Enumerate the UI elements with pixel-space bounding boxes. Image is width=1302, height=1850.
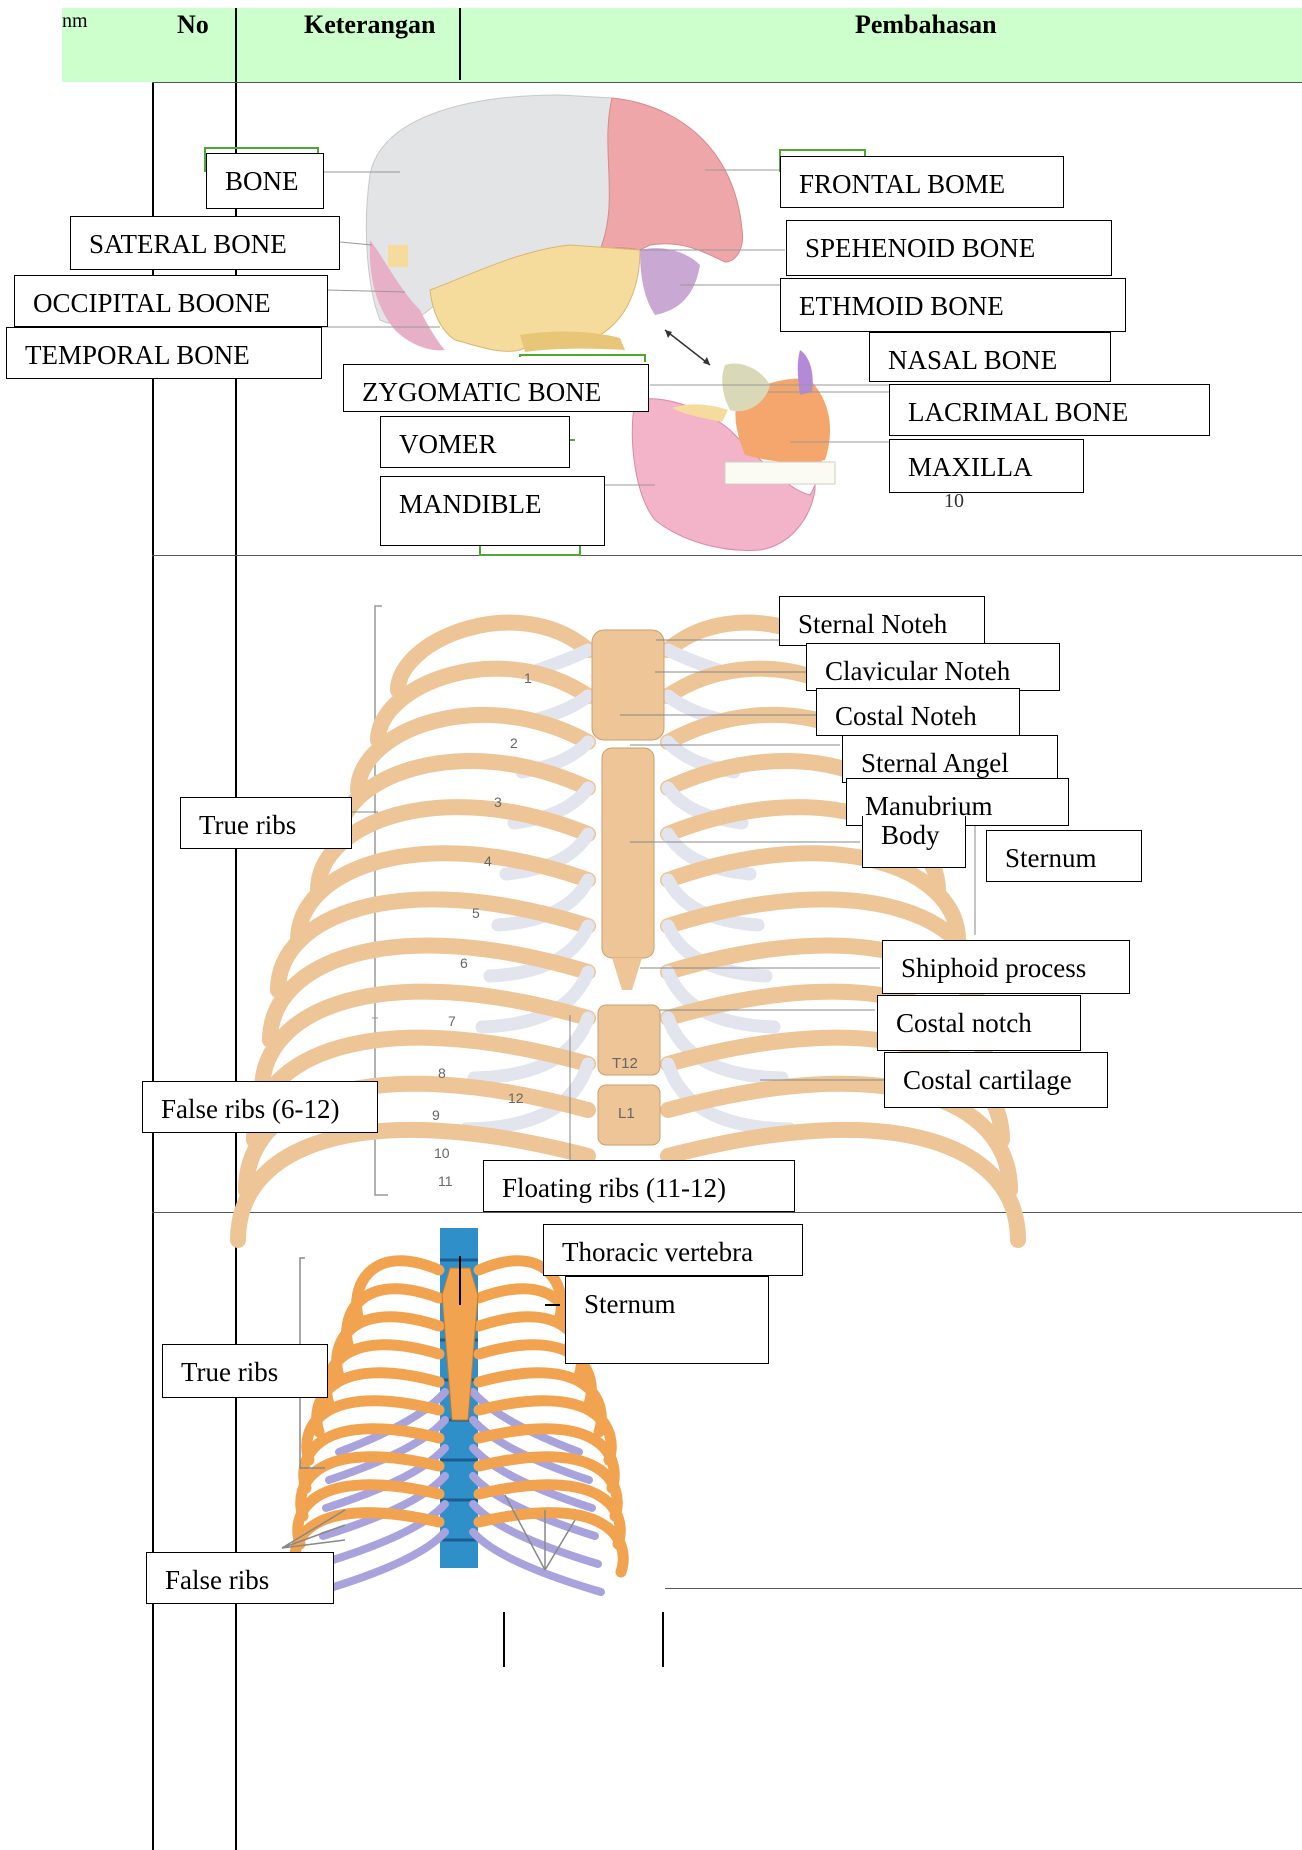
sphenoid-bone-shape	[640, 248, 700, 315]
label-sphenoid-bone: SPEHENOID BONE	[786, 220, 1112, 276]
vertebra-l1-label: L1	[618, 1105, 635, 1122]
rib-number-1: 1	[524, 670, 532, 686]
rib-number-8: 8	[438, 1065, 446, 1081]
sternum-body-shape	[602, 748, 654, 958]
label-costal-cartilage: Costal cartilage	[884, 1052, 1108, 1108]
label-ethmoid-bone: ETHMOID BONE	[780, 278, 1126, 332]
xiphoid-shape	[612, 958, 642, 990]
rib-number-6: 6	[460, 955, 468, 971]
label-sternal-notch: Sternal Noteh	[779, 596, 985, 646]
sateral-patch	[388, 245, 408, 267]
cartilage-shape	[538, 650, 588, 670]
label-clavicular-notch: Clavicular Noteh	[806, 643, 1060, 691]
cartilage-shape	[668, 650, 718, 670]
label-thoracic-vertebra: Thoracic vertebra	[543, 1224, 803, 1276]
label-mandible: MANDIBLE	[380, 476, 605, 546]
rib-number-7: 7	[448, 1013, 456, 1029]
label-ribcage-true-ribs: True ribs	[162, 1344, 328, 1398]
label-sateral-bone: SATERAL BONE	[70, 216, 340, 270]
nasal-bone-shape	[798, 350, 813, 395]
teeth-row	[725, 462, 835, 484]
label-xiphoid-process: Shiphoid process	[882, 940, 1130, 994]
label-vomer: VOMER	[380, 416, 570, 468]
label-sternal-angle: Sternal Angel	[842, 735, 1058, 783]
label-ribcage-sternum: Sternum	[565, 1276, 769, 1364]
rib-number-10: 10	[434, 1145, 450, 1161]
rib-number-2: 2	[510, 735, 518, 751]
label-frontal-bone: FRONTAL BOME	[780, 156, 1064, 208]
label-maxilla: MAXILLA	[889, 439, 1084, 493]
label-ribcage-false-ribs: False ribs	[146, 1552, 334, 1604]
frontal-bone-shape	[600, 98, 743, 262]
manubrium-shape	[592, 630, 664, 740]
vertebra-t12-label: T12	[612, 1055, 638, 1072]
page-number: 10	[944, 490, 964, 513]
zygomatic-arch-shape	[520, 332, 625, 352]
rib-number-3: 3	[494, 794, 502, 810]
label-lacrimal-bone: LACRIMAL BONE	[889, 384, 1210, 436]
rib-number-5: 5	[472, 905, 480, 921]
label-bone: BONE	[206, 153, 324, 209]
label-temporal-bone: TEMPORAL BONE	[6, 327, 322, 379]
rib-number-4: 4	[484, 853, 492, 869]
label-floating-ribs: Floating ribs (11-12)	[483, 1160, 795, 1212]
label-zygomatic-bone: ZYGOMATIC BONE	[343, 364, 649, 412]
label-costal-notch-top: Costal Noteh	[816, 688, 1020, 736]
label-costal-notch: Costal notch	[877, 995, 1081, 1051]
rib-number-12: 12	[508, 1090, 524, 1106]
label-occipital-bone: OCCIPITAL BOONE	[14, 275, 328, 327]
label-true-ribs: True ribs	[180, 797, 352, 849]
label-body: Body	[862, 816, 966, 868]
rib-number-11: 11	[438, 1173, 453, 1189]
label-nasal-bone: NASAL BONE	[869, 332, 1111, 382]
rib-number-9: 9	[432, 1107, 440, 1123]
label-sternum: Sternum	[986, 830, 1142, 882]
label-false-ribs: False ribs (6-12)	[142, 1081, 378, 1133]
